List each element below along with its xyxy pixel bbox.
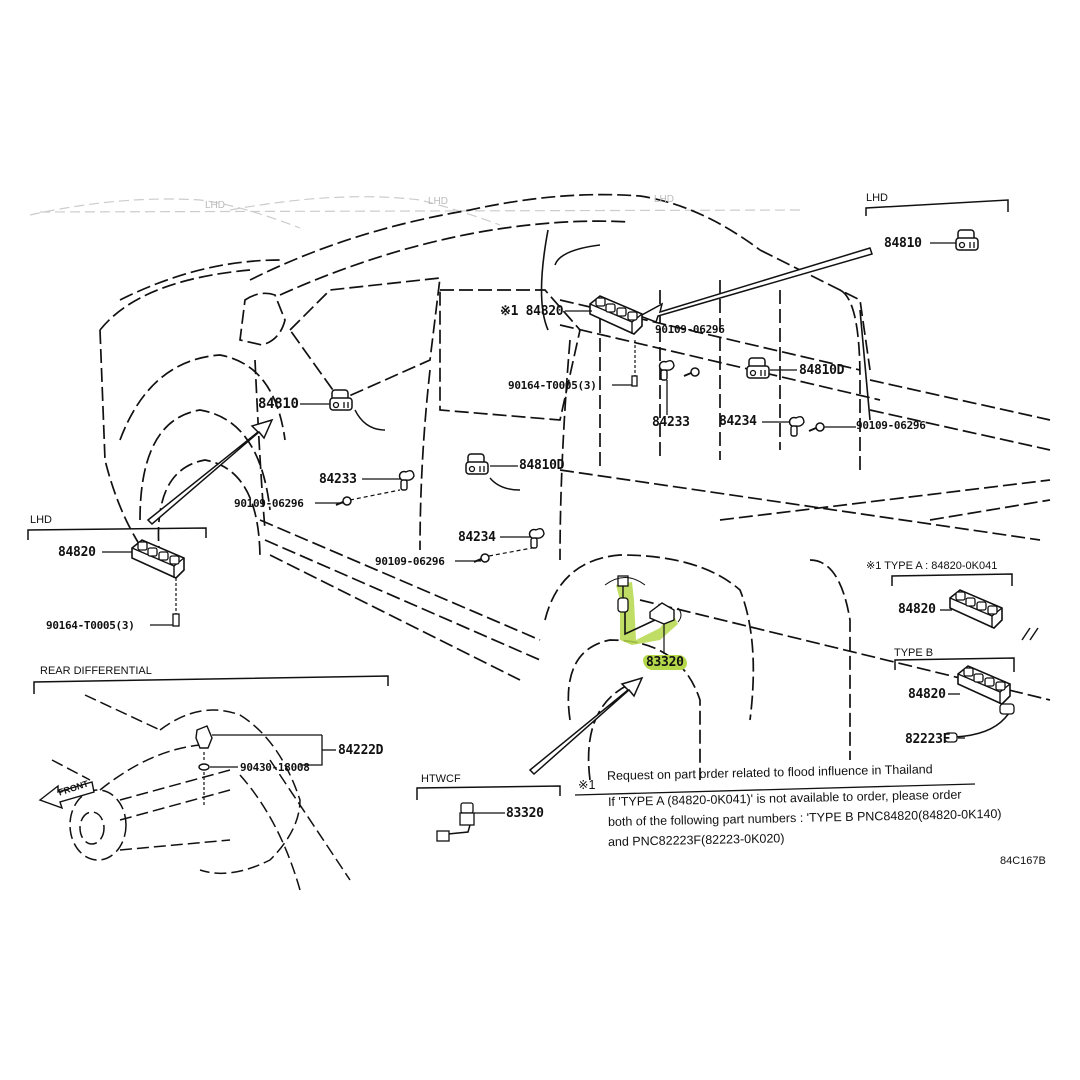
label-82223F[interactable]: 82223F <box>905 732 951 747</box>
front-arrow-icon <box>38 781 95 810</box>
label-90109-upper[interactable]: 90109-06296 <box>655 323 725 336</box>
label-90164-lhd[interactable]: 90164-T0005(3) <box>46 619 135 632</box>
inset-htwcf-title: HTWCF <box>421 773 461 785</box>
arrow-rear-wheel <box>528 676 644 776</box>
ghost-label: LHD <box>205 200 226 211</box>
label-83320-highlighted[interactable]: 83320 <box>643 655 687 670</box>
inset-type-b-title: TYPE B <box>894 647 934 659</box>
label-84234-rear[interactable]: 84234 <box>719 414 757 429</box>
label-90164-upper[interactable]: 90164-T0005(3) <box>508 379 597 392</box>
diagram-code: 84C167B <box>1000 855 1046 867</box>
note-mark: ※1 84820 <box>500 304 564 319</box>
footnote-rule <box>574 783 976 796</box>
label-84222D[interactable]: 84222D <box>338 743 384 758</box>
switch-type-a-icon[interactable] <box>949 589 1003 629</box>
ghost-label: LHD <box>654 194 675 205</box>
switch-type-b-icon[interactable] <box>957 665 1011 705</box>
gasket-90430-icon[interactable] <box>198 752 238 805</box>
label-83320-htwcf[interactable]: 83320 <box>506 806 544 821</box>
label-90109-rear[interactable]: 90109-06296 <box>856 419 926 432</box>
label-84810-lhd[interactable]: 84810 <box>884 236 922 251</box>
inset-type-a-title: ※1 TYPE A : 84820-0K041 <box>866 560 998 572</box>
footnote-mark: ※1 <box>578 778 596 792</box>
label-84820[interactable]: 84820 <box>525 304 564 319</box>
switch-84810-front-icon[interactable] <box>329 389 353 411</box>
hinge-84234-rear-icon[interactable] <box>788 415 805 437</box>
label-84810D-rear[interactable]: 84810D <box>799 363 845 378</box>
arrow-front-door <box>146 418 274 526</box>
label-84233-rear[interactable]: 84233 <box>652 415 690 430</box>
bolt-upper-icon[interactable] <box>683 367 700 377</box>
hinge-84233-rear-icon[interactable] <box>658 359 675 381</box>
label-90430-18008[interactable]: 90430-18008 <box>240 761 310 774</box>
height-sensor-83320-highlight[interactable] <box>604 575 682 654</box>
label-84810D-mid[interactable]: 84810D <box>519 458 565 473</box>
switch-84810D-rear-icon[interactable] <box>746 357 770 379</box>
inset-brackets <box>27 199 1015 800</box>
label-90109-front[interactable]: 90109-06296 <box>234 497 304 510</box>
sensor-83320-htwcf-icon[interactable] <box>436 802 505 842</box>
window-master-switch-lhd-icon[interactable] <box>131 539 185 579</box>
label-84234-front[interactable]: 84234 <box>458 530 496 545</box>
inset-rear-diff-title: REAR DIFFERENTIAL <box>40 665 152 677</box>
label-84820-type-a[interactable]: 84820 <box>898 602 936 617</box>
inset-lhd-top-title: LHD <box>866 192 889 204</box>
rear-differential-drawing <box>51 694 351 891</box>
inset-lhd-left-title: LHD <box>30 514 53 526</box>
window-master-switch-icon[interactable] <box>589 295 643 335</box>
hinge-84233-front-icon[interactable] <box>398 469 415 491</box>
truck-solid-lines <box>540 229 871 421</box>
label-84233-front[interactable]: 84233 <box>319 472 357 487</box>
ghost-label: LHD <box>428 196 449 207</box>
arrow-rear-window <box>638 247 873 323</box>
label-90109-lower[interactable]: 90109-06296 <box>375 555 445 568</box>
bolt-front-icon[interactable] <box>335 496 352 506</box>
ghost-outline <box>29 196 801 229</box>
label-84810-front[interactable]: 84810 <box>258 396 299 412</box>
label-84820-lhd[interactable]: 84820 <box>58 545 96 560</box>
wire-82223F-icon[interactable] <box>944 703 1015 743</box>
callout-arrows <box>146 247 873 776</box>
hinge-84234-front-icon[interactable] <box>528 527 545 549</box>
label-84820-type-b[interactable]: 84820 <box>908 687 946 702</box>
drain-plug-84222D-icon[interactable] <box>195 725 336 766</box>
switch-84810-lhd-icon[interactable] <box>955 229 979 251</box>
tail-marks <box>1021 627 1039 641</box>
switch-84810D-mid-icon[interactable] <box>465 453 489 475</box>
bolt-rear-icon[interactable] <box>808 422 825 432</box>
